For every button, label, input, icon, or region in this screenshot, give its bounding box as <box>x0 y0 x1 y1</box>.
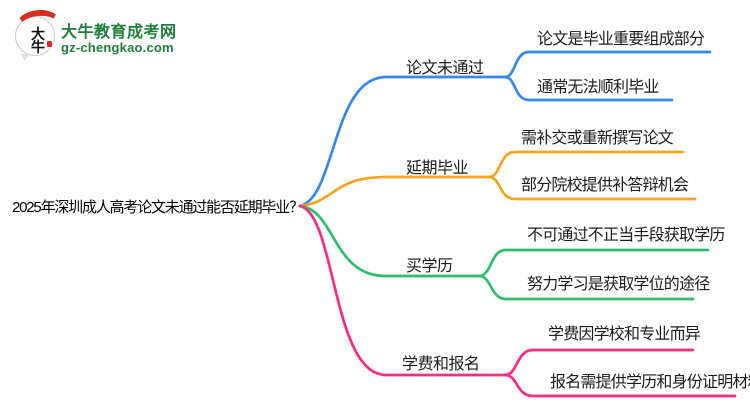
logo-icon-text: 大牛 <box>31 27 45 57</box>
leaf-label: 通常无法顺利毕业 <box>537 79 659 96</box>
leaf-label: 论文是毕业重要组成部分 <box>537 31 705 48</box>
root-topic: 2025年深圳成人高考论文未通过能否延期毕业？ <box>12 199 304 216</box>
leaf-label: 需补交或重新撰写论文 <box>521 130 674 147</box>
logo-bubble-tail-icon <box>21 54 29 65</box>
branch-label-yanqi-biye: 延期毕业 <box>406 160 469 177</box>
branch-3-trunk-line <box>298 204 481 278</box>
branch-label-xuefei-baoming: 学费和报名 <box>402 356 480 373</box>
leaf-label: 不可通过不正当手段获取学历 <box>527 227 725 244</box>
leaf-label: 努力学习是获取学位的途径 <box>527 276 710 293</box>
branch-2-trunk-line <box>298 175 491 208</box>
branch-1-trunk-line <box>298 75 507 208</box>
logo-bubble-icon: 大牛 <box>15 16 55 56</box>
site-name: 大牛教育成考网 <box>61 24 177 41</box>
branch-label-mai-xueli: 买学历 <box>406 258 453 275</box>
branch-4-child-1-line <box>503 348 695 377</box>
leaf-label: 学费因学校和专业而异 <box>548 326 701 343</box>
branch-2-child-1-line <box>487 150 685 179</box>
branch-label-lunwen-weitongguo: 论文未通过 <box>406 60 484 77</box>
branch-2-child-2-line <box>487 175 697 201</box>
logo-seal-icon <box>47 41 52 47</box>
site-logo[interactable]: 大牛 大牛教育成考网 gz-chengkao.com <box>13 7 243 66</box>
leaf-label: 部分院校提供补答辩机会 <box>521 177 689 194</box>
site-url: gz-chengkao.com <box>61 40 174 55</box>
branch-1-child-1-line <box>503 50 712 79</box>
branch-3-child-1-line <box>477 248 710 278</box>
leaf-label: 报名需提供学历和身份证明材料 <box>550 374 750 391</box>
branch-4-child-2-line <box>503 373 737 398</box>
branch-3-child-2-line <box>477 274 695 301</box>
branch-4-trunk-line <box>298 204 507 377</box>
branch-1-child-2-line <box>503 75 674 102</box>
